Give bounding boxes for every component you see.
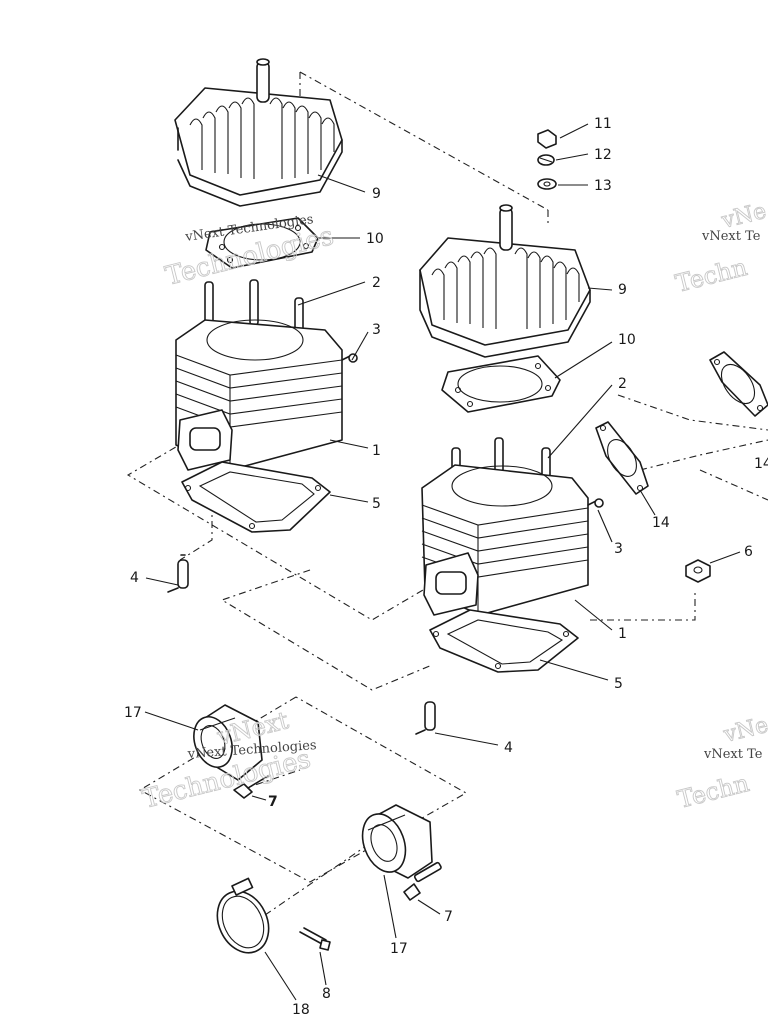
watermark-vne-right-top: vNe (718, 199, 768, 234)
callout-18: 18 (292, 1002, 310, 1018)
hose-clamp (216, 877, 270, 954)
callout-4-right: 4 (504, 740, 513, 756)
assembly-lines (126, 71, 768, 916)
callout-labels: 11 12 13 9 10 2 3 1 5 4 9 10 2 3 1 5 4 1… (124, 116, 768, 1018)
callout-14-right: 14 (754, 456, 768, 472)
callout-1-left: 1 (372, 443, 381, 459)
head-gasket-right (441, 355, 561, 413)
base-gasket-right (429, 609, 579, 673)
callout-5-right: 5 (614, 676, 623, 692)
base-gasket-left (181, 461, 331, 533)
watermark-vne-right-bottom: vNe (720, 713, 768, 748)
callout-1-right: 1 (618, 626, 627, 642)
leader-lines (144, 123, 741, 1001)
cylinder-head-right (419, 204, 591, 358)
callout-17-right: 17 (390, 941, 408, 957)
intake-flange-right (361, 804, 433, 879)
watermark-vnext-right-bottom: vNext Te (703, 747, 763, 762)
cylinder-right (421, 437, 604, 616)
exhaust-gasket-right (709, 351, 768, 417)
cylinder-left (175, 279, 358, 471)
callout-12: 12 (594, 147, 612, 163)
callout-2-right: 2 (618, 376, 627, 392)
cylinder-head-left (174, 58, 343, 207)
callout-2-left: 2 (372, 275, 381, 291)
callout-10-left: 10 (366, 231, 384, 247)
callout-9-left: 9 (372, 186, 381, 202)
callout-11: 11 (594, 116, 612, 132)
callout-8: 8 (322, 986, 331, 1002)
watermark-tech-right-bottom: Techn (675, 769, 752, 814)
callout-14-center: 14 (652, 515, 670, 531)
bolt-right (403, 861, 442, 901)
callout-13: 13 (594, 178, 612, 194)
watermark-vnext-right-top: vNext Te (701, 229, 761, 244)
callout-7-right: 7 (444, 909, 453, 925)
callout-5-left: 5 (372, 496, 381, 512)
fitting-left (167, 554, 189, 593)
callout-10-right: 10 (618, 332, 636, 348)
callout-3-left: 3 (372, 322, 381, 338)
callout-4-left: 4 (130, 570, 139, 586)
watermark-tech-right-top: Techn (673, 253, 750, 298)
callout-6: 6 (744, 544, 753, 560)
bolt-left (233, 775, 269, 799)
callout-3-right: 3 (614, 541, 623, 557)
callout-17-left: 17 (124, 705, 142, 721)
nut-6 (685, 559, 711, 583)
callout-7-left: 7 (268, 794, 278, 810)
intake-flange-left (193, 704, 263, 781)
head-gasket-left (205, 217, 319, 269)
screw-8 (299, 927, 331, 951)
fitting-right (415, 701, 436, 735)
callout-9-right: 9 (618, 282, 627, 298)
fasteners-11-12-13 (537, 129, 557, 190)
exhaust-gasket-center (595, 421, 649, 495)
